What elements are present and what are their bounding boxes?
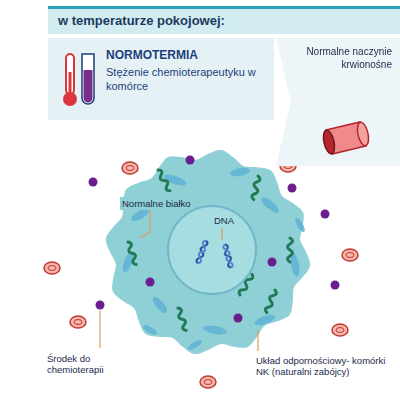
chemo-particles — [89, 156, 340, 323]
node-heading: Normalne naczynie krwionośne — [300, 46, 392, 71]
vessel-panel: Normalne naczynie krwionośne — [276, 38, 400, 166]
protein-label: Normalne białko — [120, 197, 193, 210]
organelles — [120, 166, 306, 351]
leader-lines — [100, 210, 258, 351]
thermometer-icon — [56, 50, 100, 110]
dna-label: DNA — [212, 214, 236, 227]
dna-helix — [196, 240, 234, 268]
info-band: NORMOTERMIA Stężenie chemioterapeutyku w … — [48, 38, 274, 120]
chemo-label: Środek do chemioterapii — [45, 352, 131, 377]
nk-cells-label: Układ odpornościowy- komórki NK (natural… — [254, 354, 398, 379]
normal-proteins — [126, 169, 293, 332]
blood-vessel-icon — [316, 116, 376, 160]
cell-body — [106, 150, 310, 354]
node-heading: NORMOTERMIA — [106, 48, 266, 63]
title: w temperaturze pokojowej: — [58, 13, 225, 28]
node-body: Stężenie chemioterapeutyku w komórce — [106, 66, 266, 94]
nucleus — [168, 206, 256, 294]
